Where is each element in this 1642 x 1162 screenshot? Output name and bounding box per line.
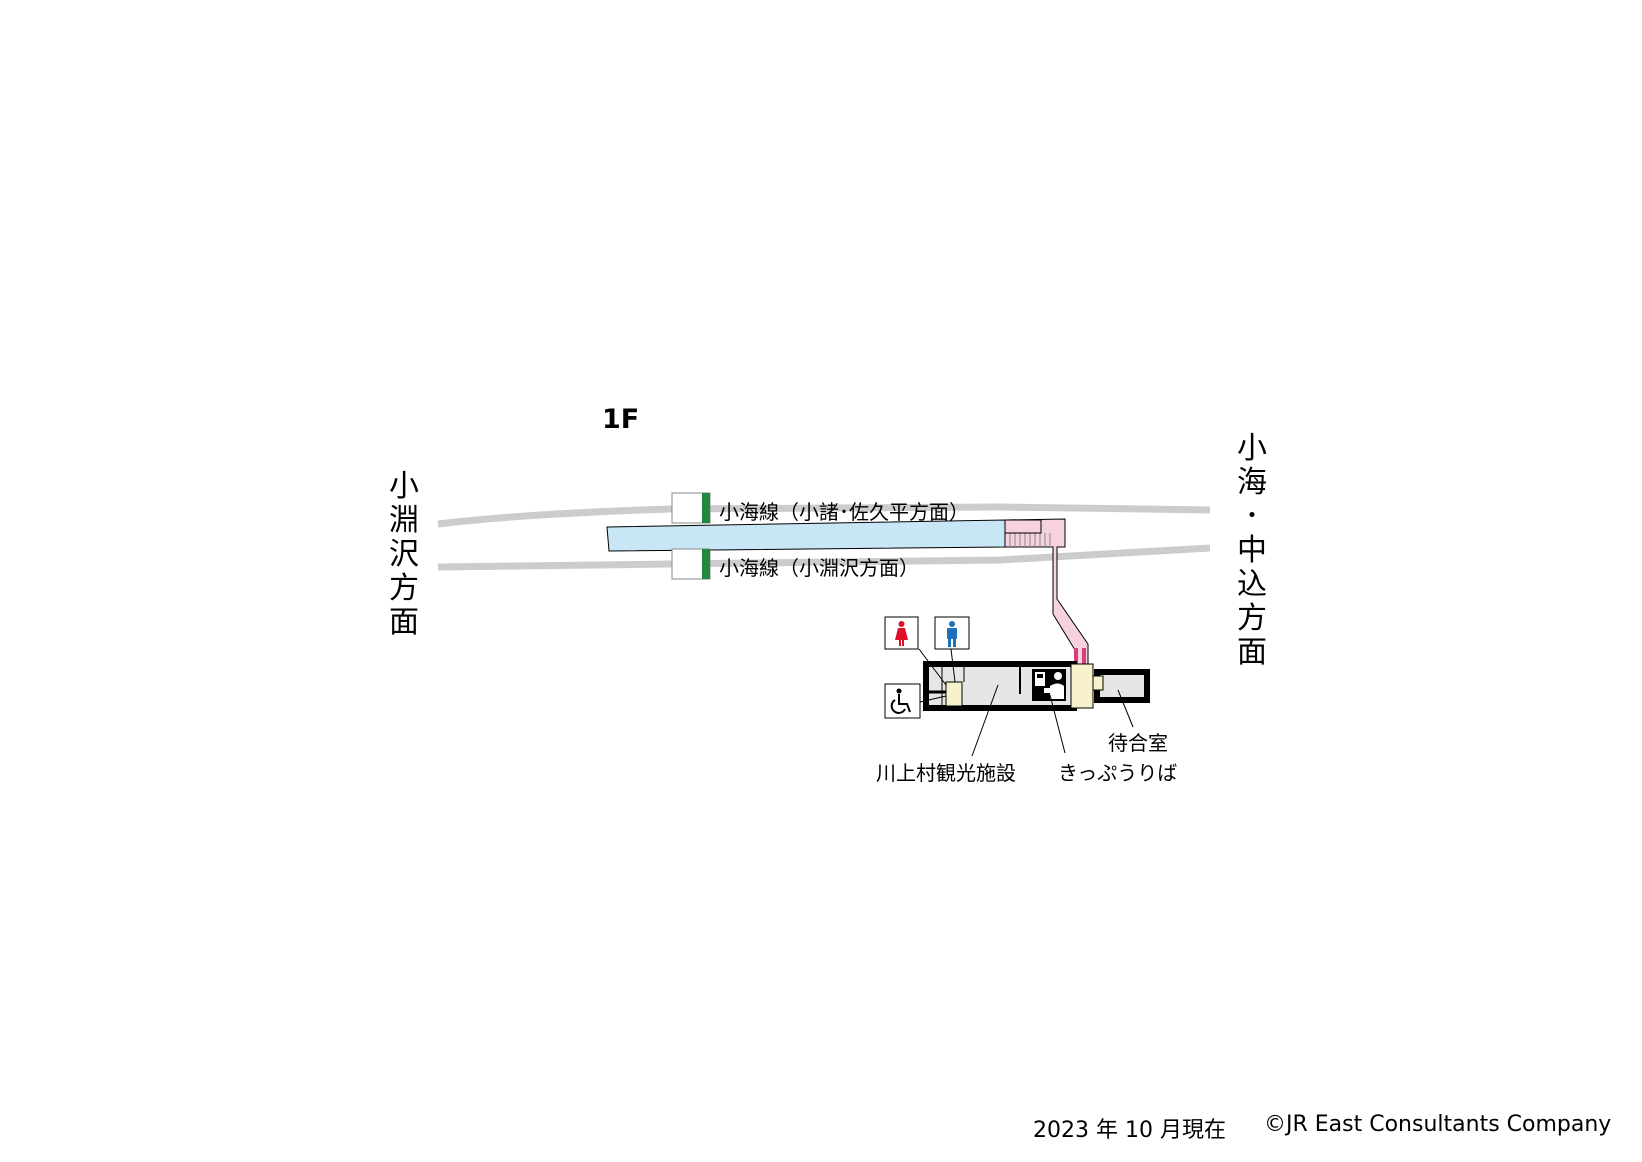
- lower-track-label: 小海線（小淵沢方面）: [719, 556, 919, 580]
- waiting-room-label: 待合室: [1108, 731, 1168, 755]
- upper-track-label: 小海線（小諸･佐久平方面）: [719, 500, 969, 524]
- direction-right-char: 面: [1237, 635, 1267, 670]
- ticket-office-label: きっぷうりば: [1058, 761, 1178, 785]
- passage-upper-step: [1004, 519, 1042, 534]
- passage: [1004, 518, 1089, 667]
- direction-right-char: 中: [1237, 533, 1267, 568]
- direction-right-char: 小: [1237, 431, 1267, 466]
- direction-left: 小 淵 沢 方 面: [386, 470, 422, 640]
- direction-right-char: 海: [1237, 465, 1267, 500]
- station-entrance: [1070, 663, 1094, 709]
- floor-label: 1F: [602, 404, 640, 435]
- direction-left-char: 沢: [389, 537, 419, 572]
- direction-right: 小 海 ･ 中 込 方 面: [1234, 432, 1270, 670]
- toilet-entrance: [945, 681, 963, 707]
- gate-mark: [1074, 648, 1078, 664]
- lower-track-marker-bar: [702, 549, 710, 579]
- ticket-office-icon: [1032, 669, 1066, 701]
- leader-lines: [918, 648, 1134, 757]
- copyright: ©JR East Consultants Company: [1264, 1112, 1612, 1137]
- upper-track-marker-bar: [702, 493, 710, 523]
- direction-right-char: ･: [1244, 499, 1260, 534]
- direction-right-char: 方: [1237, 601, 1267, 636]
- direction-right-char: 込: [1237, 567, 1267, 602]
- female-toilet-icon: [884, 616, 919, 650]
- upper-rail: [437, 503, 1211, 528]
- accessible-toilet-icon: [884, 683, 921, 719]
- platform-stairs: [1009, 533, 1051, 547]
- lower-rail: [437, 544, 1211, 571]
- tourist-facility-label: 川上村観光施設: [876, 761, 1016, 785]
- gate-mark: [1082, 648, 1086, 664]
- direction-left-char: 淵: [389, 503, 419, 538]
- male-toilet-icon: [934, 616, 970, 650]
- direction-left-char: 方: [389, 571, 419, 606]
- direction-left-char: 小: [389, 469, 419, 504]
- as-of-date: 2023 年 10 月現在: [1033, 1118, 1226, 1143]
- direction-left-char: 面: [389, 605, 419, 640]
- waiting-room: [1094, 669, 1150, 703]
